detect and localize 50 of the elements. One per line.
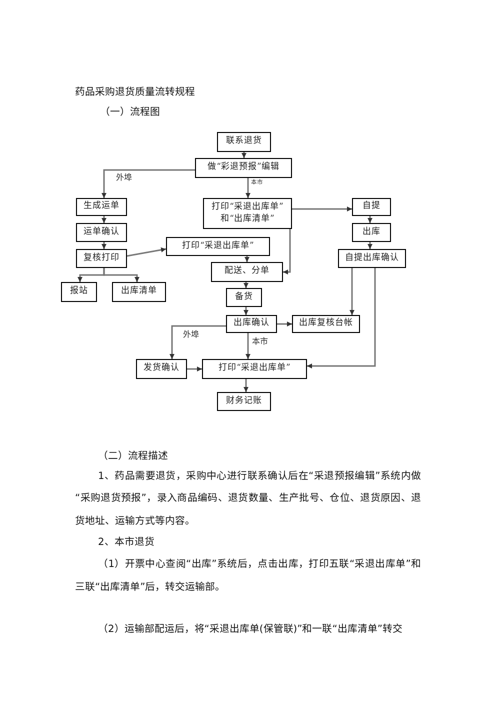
arrow: [368, 216, 372, 223]
process-box: 财务记账: [217, 392, 271, 411]
arrow: [246, 178, 250, 198]
arrow: [244, 379, 248, 392]
arrow: [283, 229, 291, 274]
arrow: [244, 256, 250, 262]
process-box: 复核打印: [76, 249, 127, 268]
process-box: 发货确认: [136, 359, 187, 379]
arrow: [170, 325, 226, 359]
process-box: 联系退货: [217, 132, 271, 152]
arrow: [102, 216, 106, 223]
section-heading: （二）流程描述: [98, 451, 168, 463]
section-heading: 2、本市退货: [98, 537, 154, 549]
process-box: 备货: [226, 288, 262, 307]
process-box: 打印“采退出库单” 和“出库清单”: [203, 198, 292, 229]
arrow: [244, 282, 248, 288]
arrow: [244, 307, 248, 315]
process-box: 打印“采退出库单”: [166, 237, 270, 256]
arrow: [126, 247, 166, 257]
edge-label: 本市: [252, 338, 268, 346]
process-box: 打印“采退出库单”: [202, 359, 307, 379]
arrow: [102, 242, 106, 249]
process-box: 做“彩退预报”编辑: [195, 158, 292, 178]
arrow: [368, 242, 372, 249]
arrow: [102, 169, 195, 198]
process-box: 报站: [61, 282, 97, 302]
paragraph: （2）运输部配运后，将“采退出库单(保管联)”和一联“出库清单”转交: [97, 622, 404, 637]
arrow: [350, 268, 354, 315]
process-box: 运单确认: [76, 223, 127, 242]
arrow: [246, 333, 250, 359]
edge-label: 外埠: [183, 331, 199, 339]
arrow: [187, 366, 202, 372]
arrow: [292, 206, 352, 212]
process-box: 自提: [352, 198, 391, 216]
paragraph: （1）开票中心查阅“出库”系统后，点击出库，打印五联“采退出库单”和三联“出库清单”后，转交运输部。: [75, 558, 421, 594]
process-box: 自提出库确认: [338, 249, 406, 268]
arrow: [307, 268, 376, 368]
arrow: [242, 152, 246, 158]
process-box: 出库清单: [112, 282, 166, 302]
process-box: 出库确认: [226, 315, 277, 333]
edge-label: 外埠: [116, 174, 132, 182]
arrow: [277, 322, 292, 326]
paragraph: 1、药品需要退货，采购中心进行联系确认后在“采退预报编辑”系统内做“采购退货预报”，录入商品编码、退货数量、生产批号、仓位、退货原因、退货地址、运输方式等内容。: [75, 470, 421, 528]
arrow: [103, 268, 140, 282]
process-box: 出库复核台帐: [292, 315, 360, 333]
process-box: 生成运单: [76, 198, 127, 216]
process-box: 出库: [352, 223, 391, 242]
section-heading: （一）流程图: [100, 107, 160, 119]
process-box: 配送、分单: [211, 262, 283, 282]
title: 药品采购退货质量流转规程: [75, 87, 195, 99]
